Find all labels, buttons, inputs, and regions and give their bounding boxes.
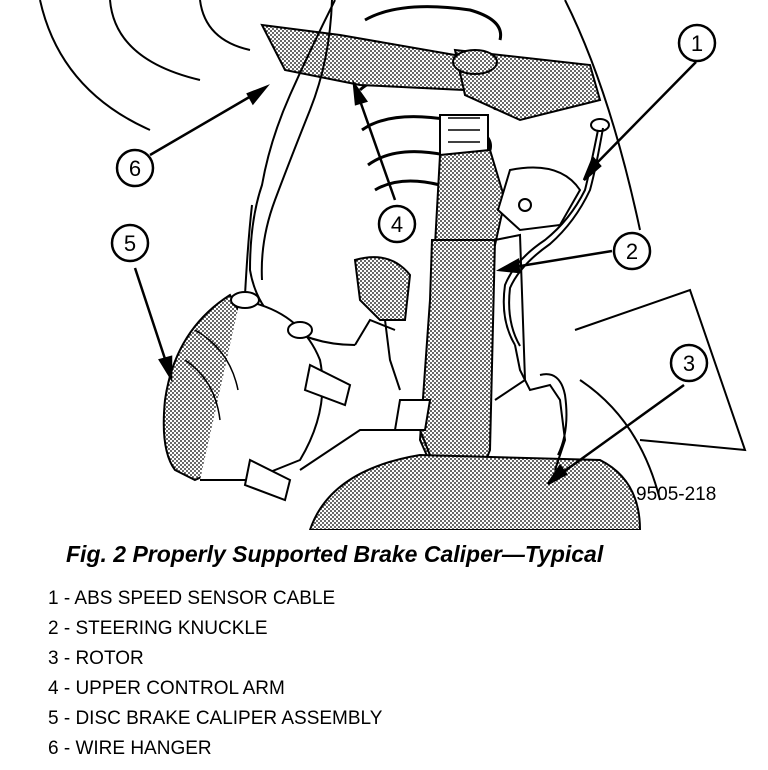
upper-control-arm: [260, 23, 602, 156]
legend-item: 5 - DISC BRAKE CALIPER ASSEMBLY: [48, 708, 383, 729]
callout-5: 5: [110, 223, 150, 263]
legend-item: 6 - WIRE HANGER: [48, 738, 212, 759]
callout-leaders: [133, 61, 697, 486]
legend-item: 1 - ABS SPEED SENSOR CABLE: [48, 588, 336, 609]
disc-brake-caliper: [162, 291, 352, 502]
svg-text:1: 1: [691, 31, 703, 56]
parts-legend: 1 - ABS SPEED SENSOR CABLE 2 - STEERING …: [48, 584, 382, 764]
figure-caption: Fig. 2 Properly Supported Brake Caliper—…: [66, 541, 604, 567]
caliper-bracket-hardware: [353, 256, 432, 431]
callout-1: 1: [677, 23, 717, 63]
callout-6: 6: [115, 148, 155, 188]
strut-body: [433, 148, 507, 246]
callout-4: 4: [377, 204, 417, 244]
figure-id: 9505-218: [636, 484, 716, 505]
legend-item: 4 - UPPER CONTROL ARM: [48, 678, 285, 699]
legend-item: 3 - ROTOR: [48, 648, 144, 669]
background-outline: [39, 0, 747, 501]
callout-2: 2: [612, 231, 652, 271]
steering-knuckle: [418, 166, 582, 487]
svg-text:5: 5: [124, 231, 136, 256]
svg-text:3: 3: [683, 351, 695, 376]
callout-3: 3: [669, 343, 709, 383]
svg-text:4: 4: [391, 212, 403, 237]
legend-item: 2 - STEERING KNUCKLE: [48, 618, 268, 639]
svg-text:6: 6: [129, 156, 141, 181]
svg-text:2: 2: [626, 239, 638, 264]
brake-caliper-illustration: 1 2 3 4 5 6 9505-218: [39, 0, 747, 530]
